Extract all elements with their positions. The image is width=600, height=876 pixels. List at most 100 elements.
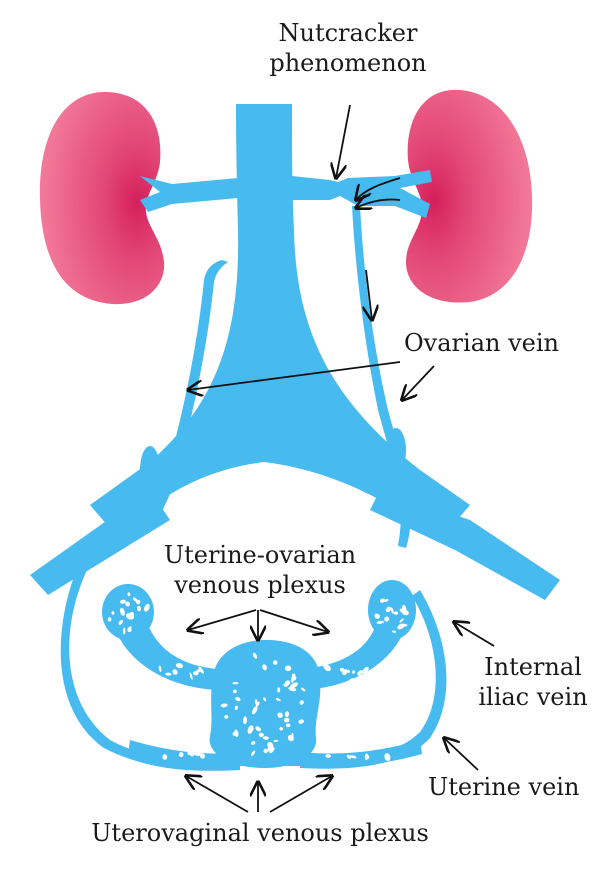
plexus-speck [283,683,288,687]
left-kidney [39,91,165,305]
plexus-speck [172,669,178,675]
arrow-plexus-right [259,609,328,632]
plexus-speck [267,741,274,750]
plexus-speck [254,699,258,705]
plexus-speck [233,689,237,694]
plexus-speck [384,753,391,762]
plexus-speck [275,698,281,702]
plexus-speck [390,607,394,614]
plexus-speck [258,732,264,738]
plexus-speck [232,731,237,736]
plexus-speck [287,734,294,742]
label-nutcracker-line2: phenomenon [269,49,427,77]
right-ovarian-dilation-2 [394,474,414,526]
plexus-speck [298,719,305,724]
plexus-speck [394,611,399,615]
plexus-speck [262,664,267,671]
arrow-internal-iliac [454,622,495,647]
plexus-speck [273,739,279,742]
plexus-speck [196,669,201,673]
plexus-speck [263,697,267,702]
label-uterine-ovarian-line2: venous plexus [174,571,346,599]
plexus-speck [279,727,283,731]
plexus-speck [220,703,228,708]
plexus-speck [125,601,131,607]
plexus-speck [379,598,385,603]
plexus-speck [252,652,258,659]
plexus-speck [144,603,150,612]
plexus-speck [255,726,261,732]
plexus-texture [107,592,409,762]
plexus-speck [277,687,281,693]
plexus-speck [342,669,348,676]
plexus-speck [187,751,192,755]
plexus-speck [194,751,202,757]
plexus-speck [152,675,158,680]
plexus-speck [127,592,131,597]
plexus-speck [200,753,205,759]
plexus-speck [175,663,183,669]
plexus-speck [193,671,199,676]
right-kidney [406,89,533,303]
plexus-speck [277,712,283,718]
plexus-speck [235,696,241,702]
left-external-iliac-vein [30,490,170,595]
plexus-speck [224,715,229,719]
uterovaginal-lateral-band [128,740,422,767]
plexus-speck [325,754,331,758]
plexus-speck [136,605,142,612]
arrow-uterovaginal-right [269,776,332,813]
arrow-ovarian-reflux [366,269,372,320]
plexus-speck [384,616,390,622]
label-uterovaginal-venous-plexus: Uterovaginal venous plexus [91,819,429,847]
annotation-arrows [186,104,495,813]
plexus-speck [272,660,278,665]
plexus-speck [232,682,239,685]
plexus-speck [123,627,126,635]
plexus-speck [299,700,304,705]
arrow-uterine-vein [444,738,479,771]
plexus-speck [129,611,135,618]
plexus-speck [178,752,184,758]
plexus-speck [323,664,331,672]
plexus-speck [158,665,162,673]
plexus-speck [162,754,168,760]
plexus-speck [358,676,364,682]
label-nutcracker-line1: Nutcracker [278,19,418,47]
plexus-speck [362,666,369,674]
left-uterine-vein [60,552,241,771]
label-uterine-ovarian-plexus: Uterine-ovarian venous plexus [160,540,360,600]
right-external-iliac-vein [370,490,560,600]
left-ovarian-vein [140,260,228,530]
plexus-speck [401,609,409,616]
plexus-speck [352,670,356,674]
plexus-speck [243,716,247,725]
plexus-speck [165,672,172,676]
label-uterine-ovarian-line1: Uterine-ovarian [163,541,357,569]
plexus-speck [288,686,297,692]
arrow-nutcracker [336,104,351,178]
plexus-speck [289,682,298,689]
plexus-speck [291,675,297,681]
plexus-speck [284,711,290,718]
plexus-speck [385,608,391,613]
left-ovarian-dilation [140,446,160,494]
plexus-speck [300,687,306,692]
plexus-speck [347,669,350,673]
plexus-speck [132,597,138,602]
plexus-speck [256,701,260,707]
plexus-speck [269,747,275,754]
label-uterine-vein: Uterine vein [428,773,580,801]
plexus-speck [346,754,352,759]
left-renal-vein [140,176,238,212]
plexus-speck [349,755,357,759]
plexus-speck [198,666,205,674]
plexus-speck [364,753,369,761]
arrow-ovarian-vein-right [402,365,435,400]
plexus-speck [392,630,397,633]
plexus-speck [252,706,258,715]
label-nutcracker-phenomenon: Nutcracker phenomenon [258,18,438,78]
right-ovarian-dilation-1 [386,428,406,472]
